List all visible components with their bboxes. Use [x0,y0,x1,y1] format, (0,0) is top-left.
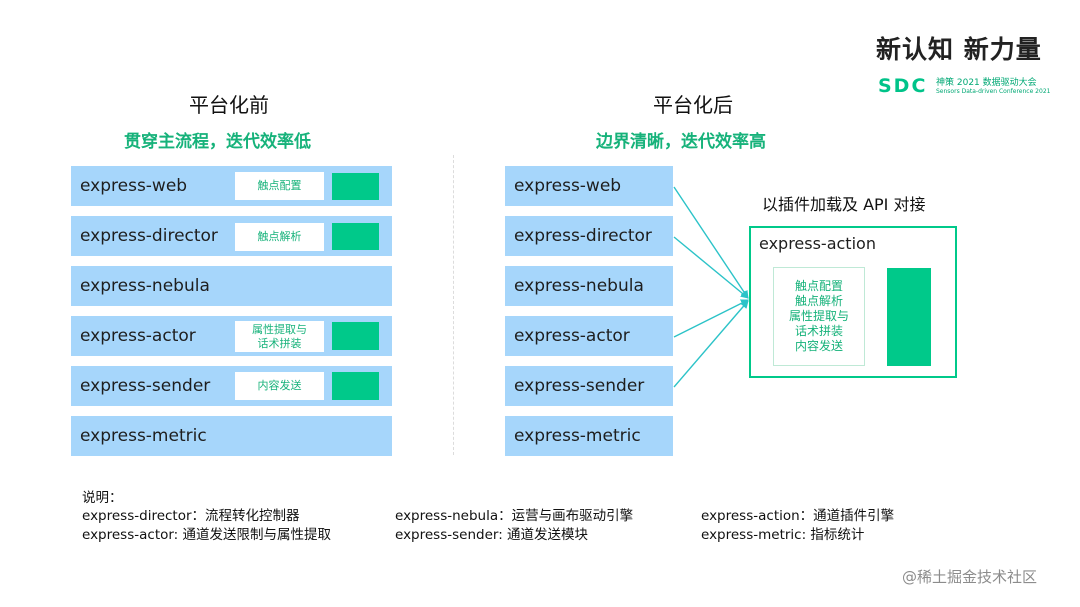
arrow-web [673,186,749,299]
module-name: express-director [80,226,218,246]
legend-title: 说明： [82,490,123,506]
module-name: express-sender [80,376,211,396]
action-title: express-action [759,234,876,253]
legend-entry: express-sender: 通道发送模块 [395,527,589,543]
legend-entry: express-nebula：运营与画布驱动引擎 [395,508,634,524]
action-green-block [887,268,931,366]
right-module-sender: express-sender [505,366,673,406]
module-name: express-actor [80,326,196,346]
module-name: express-nebula [80,276,210,296]
plugin-caption: 以插件加载及 API 对接 [762,195,926,214]
legend-entry: express-director：流程转化控制器 [82,508,300,524]
module-name: express-web [80,176,188,196]
arrow-director [673,236,749,299]
action-item: 属性提取与 [788,309,849,323]
module-name: express-metric [80,426,207,446]
column-divider [453,155,454,455]
right-module-metric: express-metric [505,416,673,456]
left-green-block [332,372,379,400]
conference-name-en: Sensors Data-driven Conference 2021 [936,88,1051,95]
left-module-nebula: express-nebula [71,266,392,306]
left-tag-attribute-extract: 属性提取与 话术拼装 [235,321,324,352]
right-module-director: express-director [505,216,673,256]
brand-slogan: 新认知 新力量 [876,35,1042,64]
left-tag-content-send: 内容发送 [235,372,324,400]
legend-entry: express-action：通道插件引擎 [701,508,895,524]
left-tag-touchpoint-config: 触点配置 [235,172,324,200]
left-title: 平台化前 [189,93,269,117]
left-green-block [332,322,379,350]
action-item: 触点解析 [794,294,843,308]
action-capability-list: 触点配置 触点解析 属性提取与 话术拼装 内容发送 [773,267,865,366]
left-subtitle: 贯穿主流程，迭代效率低 [124,132,311,152]
action-item: 话术拼装 [794,324,843,338]
express-action-box: express-action 触点配置 触点解析 属性提取与 话术拼装 内容发送 [749,226,957,378]
arrow-actor [673,299,749,338]
right-module-web: express-web [505,166,673,206]
legend-entry: express-actor: 通道发送限制与属性提取 [82,527,332,543]
right-module-actor: express-actor [505,316,673,356]
site-watermark: @稀土掘金技术社区 [902,568,1038,586]
left-green-block [332,223,379,250]
sdc-logo: SDC [878,75,928,97]
right-subtitle: 边界清晰，迭代效率高 [596,132,766,152]
left-tag-touchpoint-parse: 触点解析 [235,223,324,251]
arrow-sender [673,300,749,388]
left-module-metric: express-metric [71,416,392,456]
action-item: 内容发送 [794,339,843,353]
right-title: 平台化后 [653,93,733,117]
conference-name-cn: 神策 2021 数据驱动大会 [936,78,1037,88]
left-green-block [332,173,379,200]
right-module-nebula: express-nebula [505,266,673,306]
action-item: 触点配置 [794,279,843,293]
legend-entry: express-metric: 指标统计 [701,527,865,543]
